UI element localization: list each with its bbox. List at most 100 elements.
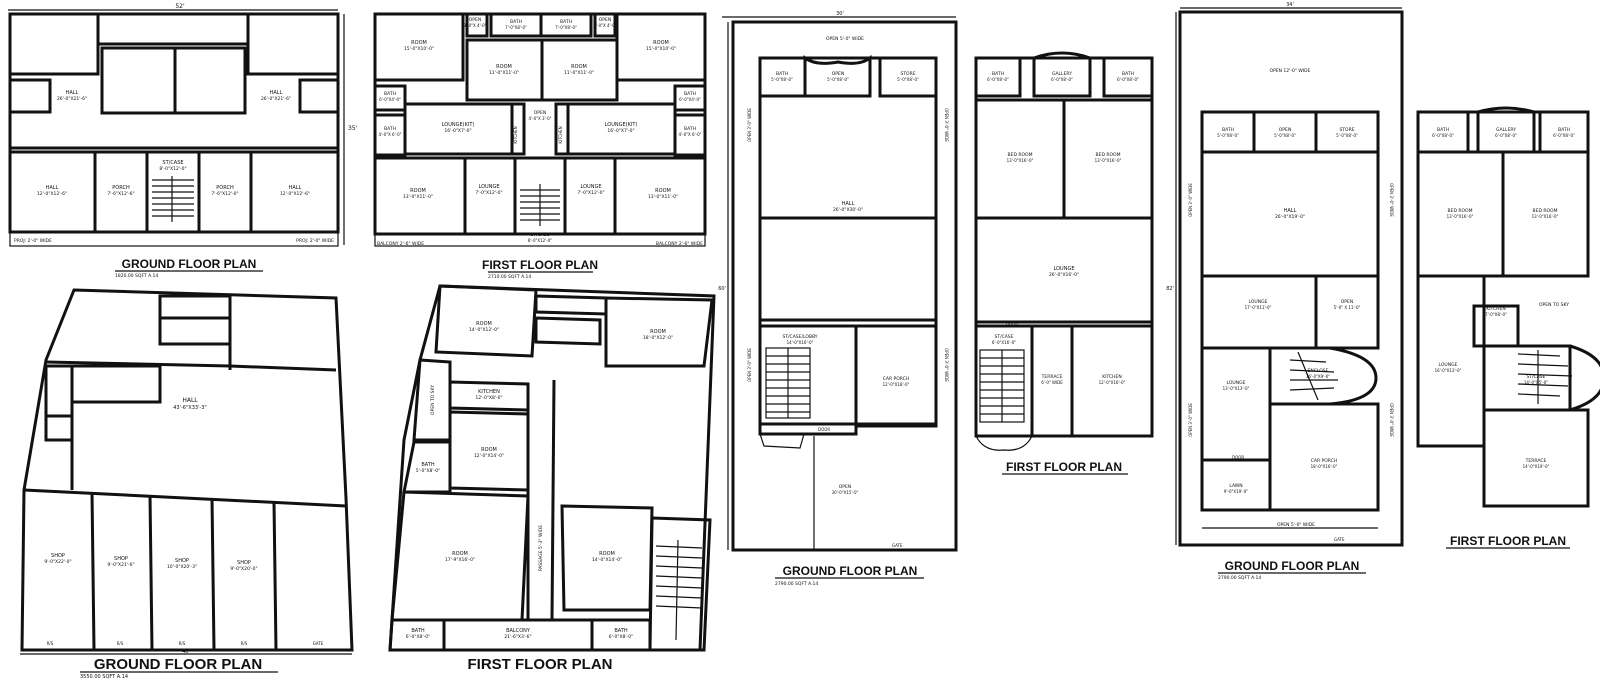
room-name: ST/CASE [162, 160, 183, 166]
room-size: 12'-0"X18'-0" [883, 382, 910, 387]
room-size: 16'-0"X7'-0" [607, 128, 634, 134]
plan-title: FIRST FLOOR PLAN [1006, 460, 1122, 474]
room-size: 7'-6"X12'-0" [211, 191, 238, 197]
room-size: 16'-0"X9'-0" [1306, 374, 1330, 379]
room-name: TERRACE [1525, 458, 1547, 464]
side-open-label: OPEN 3'-0" WIDE [1389, 403, 1394, 437]
room-name: OPEN TO SKY [1539, 302, 1569, 308]
room-size: 13'-0"X11'-0" [403, 194, 433, 200]
passage-label: PASSAGE 5'-3" WIDE [538, 525, 544, 571]
room-size: 12'-0"X16'-0" [1099, 380, 1126, 385]
door-mark: R/S [179, 641, 186, 646]
room-name: CAR PORCH [1311, 458, 1337, 464]
plan-title: GROUND FLOOR PLAN [1225, 559, 1360, 573]
room-size: 7'-0"X12'-0" [577, 190, 604, 196]
room-size: 13'-0"X16'-0" [1532, 214, 1559, 219]
room-name: OPEN [1279, 127, 1291, 133]
plan-ground-floor-3: 30' 60' OPEN 5'-0" WIDE BATH 5'-0"X8'-0"… [718, 11, 958, 587]
room-name: CAR PORCH [883, 376, 909, 382]
room-size: 13'-0"X16'-0" [1007, 158, 1034, 163]
room-name: PORCH [216, 185, 234, 191]
door-mark: R/S [47, 641, 54, 646]
room-size: 16'-0"X13'-0" [1435, 368, 1462, 373]
plan-ground-floor-4: 34' 82' OPEN 12'-0" WIDE BATH 5'-0"X8'-0… [1166, 2, 1404, 581]
room-size: 3'-0"X 4'-0" [594, 23, 617, 28]
room-size: 7'-6"X12'-6" [107, 191, 134, 197]
plan-area: 2790.00 SQFT A.14 [775, 581, 818, 587]
room-name: KITCHEN [478, 389, 500, 395]
room-name: BATH [776, 71, 788, 77]
room-name: BATH [1222, 127, 1234, 133]
room-size: 17'-0"X11'-0" [1245, 305, 1272, 310]
plan-area: 1820.00 SQFT A.14 [115, 273, 158, 279]
balcony-label: BALCONY 2'-6" WIDE [656, 241, 703, 247]
room-name: BATH [1437, 127, 1449, 133]
room-name: LOUNGE [1227, 380, 1246, 386]
room-name: BATH [421, 462, 435, 468]
room-name: ROOM [481, 447, 497, 453]
room-name: GALLERY [1496, 127, 1516, 133]
room-size: 6'-0"X8'-0" [406, 634, 430, 640]
plan-first-floor-3: BATH 6'-0"X8'-0" GALLERY 6'-0"X8'-0" BAT… [974, 51, 1154, 475]
room-name: OPEN [534, 110, 546, 116]
gate-label: GATE [1334, 537, 1345, 542]
room-size: 15'-0"X10'-0" [404, 46, 434, 52]
room-size: 4'-0"X 6'-0" [679, 132, 702, 137]
room-size: 6'-0"X4'-0" [679, 97, 701, 102]
room-name: HALL [1284, 208, 1297, 214]
room-size: 14'-0"X12'-0" [469, 327, 499, 333]
room-size: 4'-0"X 6'-0" [379, 132, 402, 137]
room-size: 9'-0"X20'-0" [230, 566, 257, 572]
room-name: HALL [270, 90, 283, 96]
room-size: 21'-6"X3'-6" [504, 634, 531, 640]
room-name: LOUNGE [581, 184, 602, 190]
room-name: BATH [1558, 127, 1570, 133]
plan-area: 2790.00 SQFT A.14 [1218, 575, 1261, 581]
room-size: 18'-0"X12'-0" [643, 335, 673, 341]
room-size: 17'-9"X16'-0" [445, 557, 475, 563]
room-size: 7'-0"X8'-0" [505, 25, 527, 30]
plan-area: 2710.00 SQFT A.14 [488, 274, 531, 280]
side-open-label: OPEN 3'-0" WIDE [747, 108, 752, 142]
room-name: PORCH [112, 185, 130, 191]
room-name: LOUNGE(KIT) [605, 122, 638, 128]
balcony-label: BALCONY 2'-6" WIDE [377, 241, 424, 247]
room-size: 26'-0"X16'-0" [1049, 272, 1079, 278]
room-name: SHOP [51, 553, 65, 559]
room-size: 7'-0"X8'-0" [555, 25, 577, 30]
room-size: 8'-0"X12'-0" [159, 166, 186, 172]
room-name: ROOM [653, 40, 669, 46]
door-mark: R/S [117, 641, 124, 646]
room-size: 4'-0"X 3'-0" [529, 116, 552, 121]
room-size: 5'-0"X8'-0" [771, 77, 793, 82]
room-size: 12'-0"X12'-6" [280, 191, 310, 197]
room-size: 5'-0"X8'-0" [1336, 133, 1358, 138]
room-name: OPEN [599, 17, 611, 23]
side-open-label: OPEN 3'-0" WIDE [1188, 403, 1193, 437]
room-size: 30'-0"X15'-0" [832, 490, 859, 495]
room-name: BATH [614, 628, 628, 634]
room-size: 7'-0"X12'-0" [475, 190, 502, 196]
outer-wall [1178, 10, 1404, 547]
room-name: BATH [510, 19, 522, 25]
room-name: ENCLOSE [1308, 368, 1329, 374]
room-name: ROOM [496, 64, 512, 70]
room-name: LOUNGE [479, 184, 500, 190]
open-label: OPEN 5'-0" WIDE [826, 36, 864, 42]
room-name: ROOM [452, 551, 468, 557]
room-name: OPEN [469, 17, 481, 23]
room-size: 5'-0"X8'-0" [897, 77, 919, 82]
room-size: 11'-0"X11'-0" [489, 70, 519, 76]
dim-bottom: 40' [182, 649, 190, 655]
room-name: OPEN [832, 71, 844, 77]
plan-first-floor-1: OPEN 3'-0"X 4'-0" BATH 7'-0"X8'-0" BATH … [373, 12, 707, 280]
room-name: BATH [384, 126, 396, 132]
room-size: 26'-0"X21'-6" [57, 96, 87, 102]
room-name: LOUNGE [1054, 266, 1075, 272]
door-label: DOOR [1006, 321, 1018, 326]
room-name: LOUNGE(KIT) [442, 122, 475, 128]
room-size: 10'-0"X20'-3" [167, 564, 197, 570]
room-size: 12'-0"X8'-0" [475, 395, 502, 401]
room-size: 6'-0"X8'-0" [1117, 77, 1139, 82]
plan-title: FIRST FLOOR PLAN [482, 258, 598, 272]
